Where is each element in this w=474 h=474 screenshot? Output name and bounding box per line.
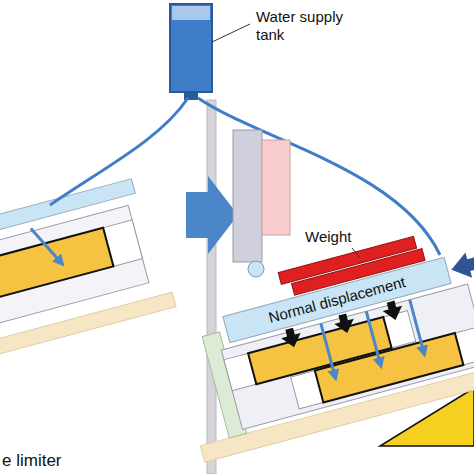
water-tank bbox=[170, 4, 212, 92]
left-base bbox=[0, 292, 176, 363]
load-arrow bbox=[333, 312, 357, 336]
left-apparatus bbox=[0, 176, 176, 363]
support-pole bbox=[207, 100, 216, 474]
flow-arrow bbox=[410, 300, 424, 352]
push-arrow bbox=[448, 241, 474, 282]
flow-arrow bbox=[321, 323, 335, 375]
weight-label: Weight bbox=[305, 228, 351, 246]
limiter-label: e limiter bbox=[2, 452, 62, 470]
water-tube bbox=[50, 98, 188, 205]
limiter-post bbox=[233, 130, 262, 262]
flow-arrow bbox=[366, 311, 380, 363]
node-text: Normal displacement bbox=[267, 273, 408, 327]
left-specimen bbox=[0, 228, 113, 305]
load-arrow bbox=[279, 326, 303, 350]
limiter-pad bbox=[262, 140, 290, 235]
left-flow-arrow bbox=[31, 223, 61, 267]
tank-label: Water supply tank bbox=[256, 8, 356, 44]
lower-specimen bbox=[315, 333, 464, 402]
right-apparatus bbox=[162, 211, 474, 463]
load-arrow bbox=[381, 299, 405, 323]
leader-line bbox=[212, 24, 250, 42]
tank-top bbox=[172, 6, 210, 20]
leader-line bbox=[352, 248, 360, 258]
displacement-plate: Normal displacement bbox=[222, 257, 451, 344]
transition-arrow bbox=[186, 176, 238, 254]
roller bbox=[248, 261, 264, 277]
